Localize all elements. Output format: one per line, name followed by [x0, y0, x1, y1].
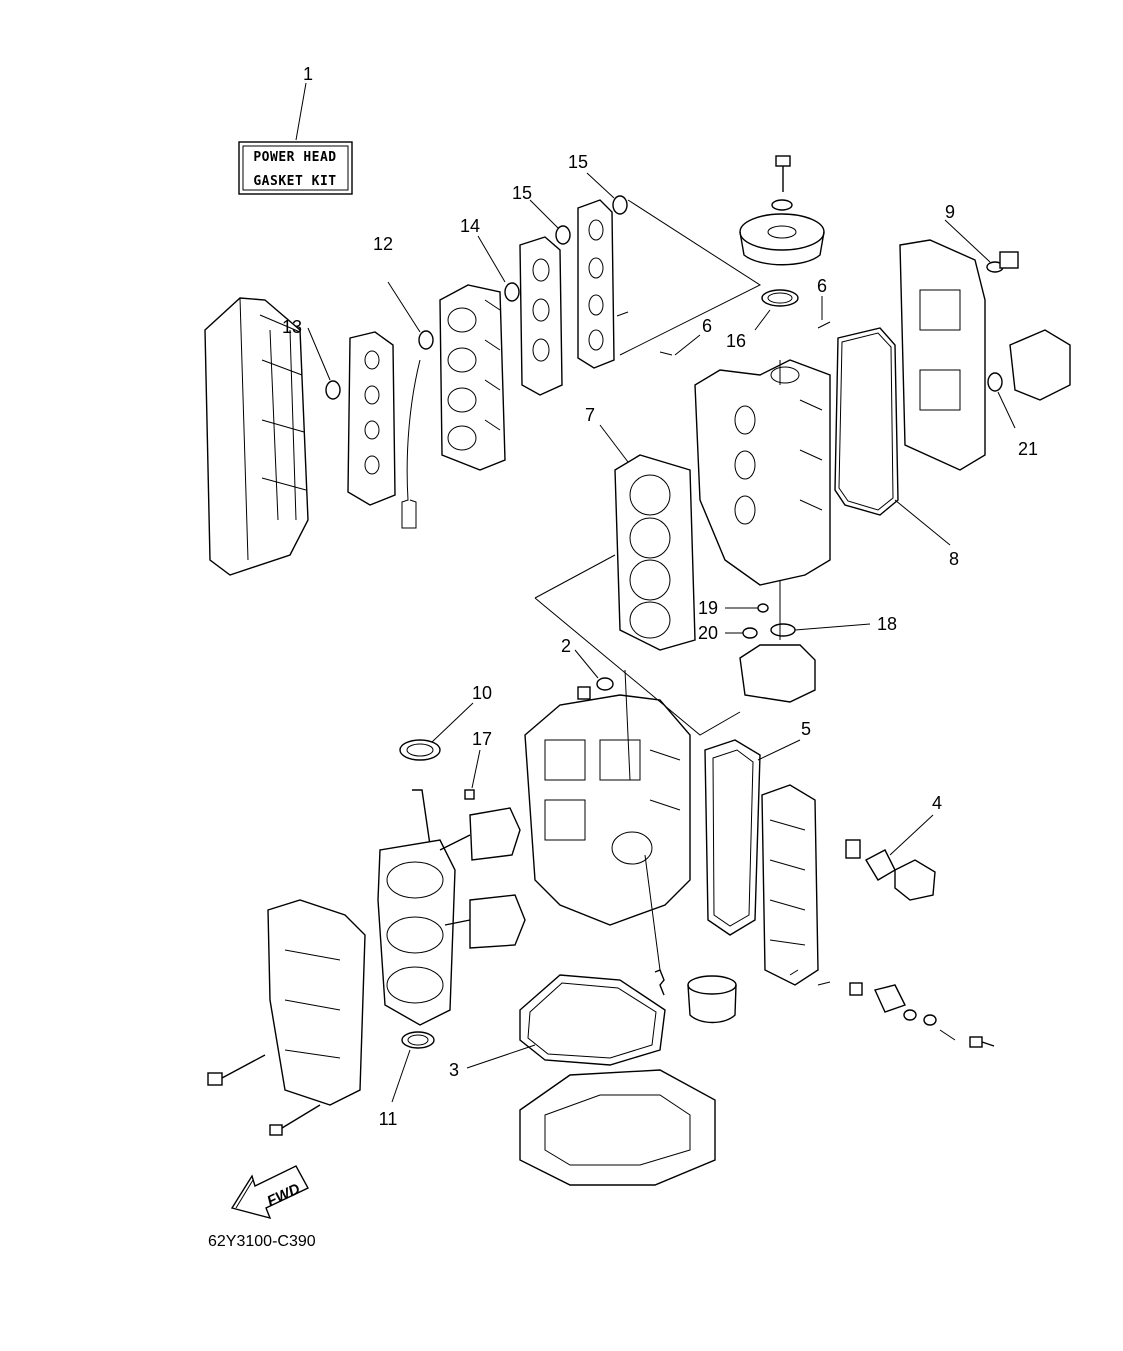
callout-12: 12	[373, 234, 393, 254]
callout-15a: 15	[512, 183, 532, 203]
callout-1: 1	[303, 64, 313, 84]
plug-2	[577, 686, 591, 700]
plug-4	[845, 839, 861, 859]
intake-silencer-cover	[204, 297, 309, 576]
callout-6b: 6	[702, 316, 712, 336]
bolt-left-b	[269, 1104, 321, 1136]
oil-filter	[687, 975, 737, 1024]
assembly-line-top	[619, 199, 762, 356]
cylinder-block	[524, 694, 691, 926]
callout-5: 5	[801, 719, 811, 739]
leader-lines	[307, 172, 1016, 1103]
callout-16: 16	[726, 331, 746, 351]
housing-4	[894, 859, 936, 901]
top-bolt	[771, 155, 793, 211]
callout-4: 4	[932, 793, 942, 813]
crankshaft	[377, 789, 456, 1026]
callout-17: 17	[472, 729, 492, 749]
o-ring-18	[770, 623, 796, 637]
head-cover	[899, 239, 986, 471]
small-screw-top	[616, 311, 629, 317]
forward-direction-arrow: FWD	[230, 1165, 309, 1220]
callout-3: 3	[449, 1060, 459, 1080]
o-ring-15a	[555, 225, 571, 245]
diagram-code: 62Y3100-C390	[208, 1233, 316, 1250]
exhaust-manifold	[267, 899, 366, 1106]
fitting-a	[849, 982, 863, 996]
o-ring-20	[742, 627, 758, 639]
wire-harness	[401, 359, 421, 529]
assembly-line-lower	[624, 580, 781, 781]
assembly-line-mid	[534, 554, 741, 736]
water-fitting	[739, 644, 816, 703]
flywheel-pulley	[739, 213, 825, 266]
callout-10: 10	[472, 683, 492, 703]
callout-19: 19	[698, 598, 718, 618]
clip	[939, 1029, 956, 1041]
intake-plate	[347, 331, 396, 506]
o-ring-21	[987, 372, 1003, 392]
gasket-3	[519, 974, 666, 1066]
callout-numbers: 1 2 3 4 5 6 6 7 8 9 10 11 12 13 14 15 15…	[282, 64, 1038, 1129]
bolt-bottom-right	[969, 1036, 995, 1048]
o-ring-19	[757, 603, 769, 613]
pistons	[439, 807, 526, 949]
small-screws-6	[659, 321, 831, 356]
lower-casing	[519, 1069, 716, 1186]
head-gasket-8	[834, 327, 899, 516]
callout-2: 2	[561, 636, 571, 656]
callout-18: 18	[877, 614, 897, 634]
washer-b	[923, 1014, 937, 1026]
callout-8: 8	[949, 549, 959, 569]
oil-seal-10	[399, 739, 441, 761]
callout-7: 7	[585, 405, 595, 425]
kit-label-line2: GASKET KIT	[253, 174, 336, 189]
thermostat-cover	[1009, 329, 1071, 401]
reed-gasket-right	[577, 199, 615, 369]
o-ring-13	[325, 380, 341, 400]
callout-13: 13	[282, 317, 302, 337]
callout-11: 11	[379, 1109, 398, 1129]
callout-6a: 6	[817, 276, 827, 296]
carburetor-assembly	[439, 284, 506, 471]
gasket-2	[596, 677, 614, 691]
callout-14: 14	[460, 216, 480, 236]
cylinder-gasket-7	[614, 454, 696, 651]
o-ring-14	[504, 282, 520, 302]
small-bolts	[789, 969, 831, 986]
cylinder-head	[694, 359, 831, 586]
exhaust-cover	[761, 784, 819, 986]
reed-gasket-left	[519, 236, 563, 396]
oil-pipe	[644, 854, 661, 971]
fitting-b	[874, 984, 906, 1013]
kit-label-line1: POWER HEAD	[253, 150, 336, 165]
callout-15b: 15	[568, 152, 588, 172]
callout-21: 21	[1018, 439, 1038, 459]
o-ring-15b	[612, 195, 628, 215]
bolt-left-a	[207, 1054, 266, 1086]
anode-plug	[999, 251, 1019, 269]
gasket-kit-label-box: POWER HEAD GASKET KIT	[238, 141, 353, 195]
spring	[654, 969, 665, 996]
o-ring-12	[418, 330, 434, 350]
callout-20: 20	[698, 623, 718, 643]
washer-a	[903, 1009, 917, 1021]
callout-9: 9	[945, 202, 955, 222]
gasket-5	[704, 739, 761, 936]
oil-seal-11	[401, 1031, 435, 1049]
oil-seal-16	[761, 289, 799, 307]
pin-17	[464, 789, 475, 800]
